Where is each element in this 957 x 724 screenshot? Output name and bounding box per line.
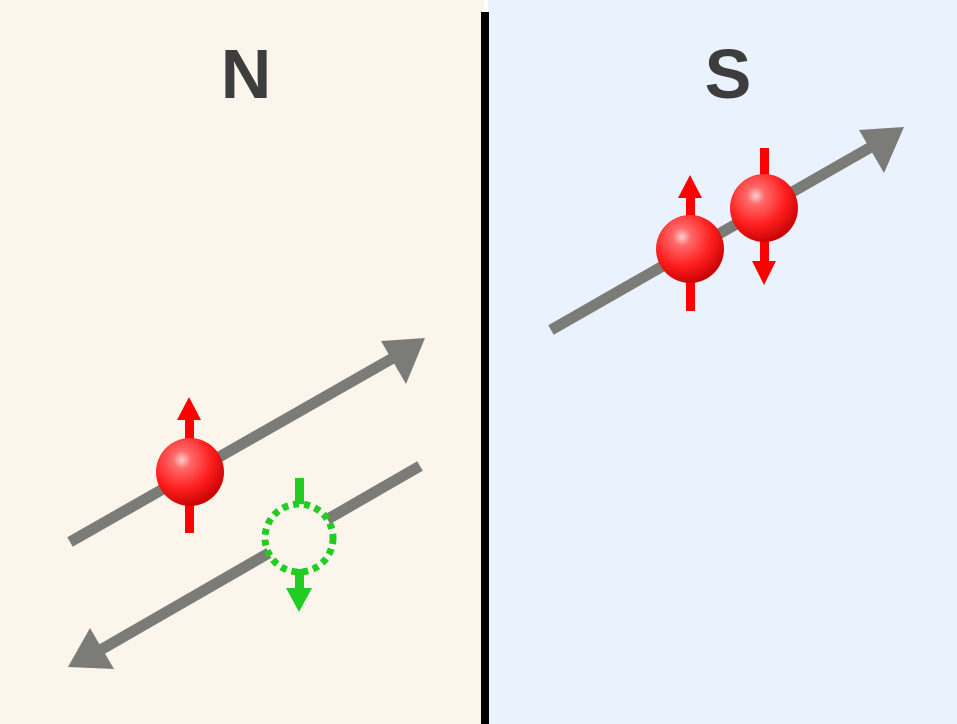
reflected-hole-trajectory — [68, 461, 423, 669]
pair-electron-spin-down — [730, 148, 798, 285]
electron-ball — [156, 438, 224, 506]
electron-ball — [656, 215, 724, 283]
incoming-electron-trajectory — [67, 338, 425, 547]
spin-arrow-shaft — [295, 478, 304, 514]
superconductor-label: S — [705, 35, 752, 113]
spin-up-arrowhead — [177, 397, 201, 420]
interface-divider — [481, 12, 489, 724]
normal-metal-label: N — [221, 35, 272, 113]
spin-down-arrowhead — [286, 588, 312, 612]
electron-spin-up — [156, 397, 224, 533]
trajectory-arrowhead — [859, 127, 904, 173]
hole-spin-down — [261, 478, 337, 612]
spin-up-arrowhead — [678, 175, 702, 198]
trajectory-arrowhead — [381, 338, 425, 384]
spin-down-arrowhead — [752, 261, 776, 285]
superconductor-region — [488, 0, 957, 724]
pair-electron-spin-up — [656, 175, 724, 311]
trajectory-arrowhead — [68, 628, 114, 669]
spin-arrow-shaft — [295, 569, 304, 595]
electron-ball — [730, 174, 798, 242]
hole-circle — [261, 500, 337, 576]
